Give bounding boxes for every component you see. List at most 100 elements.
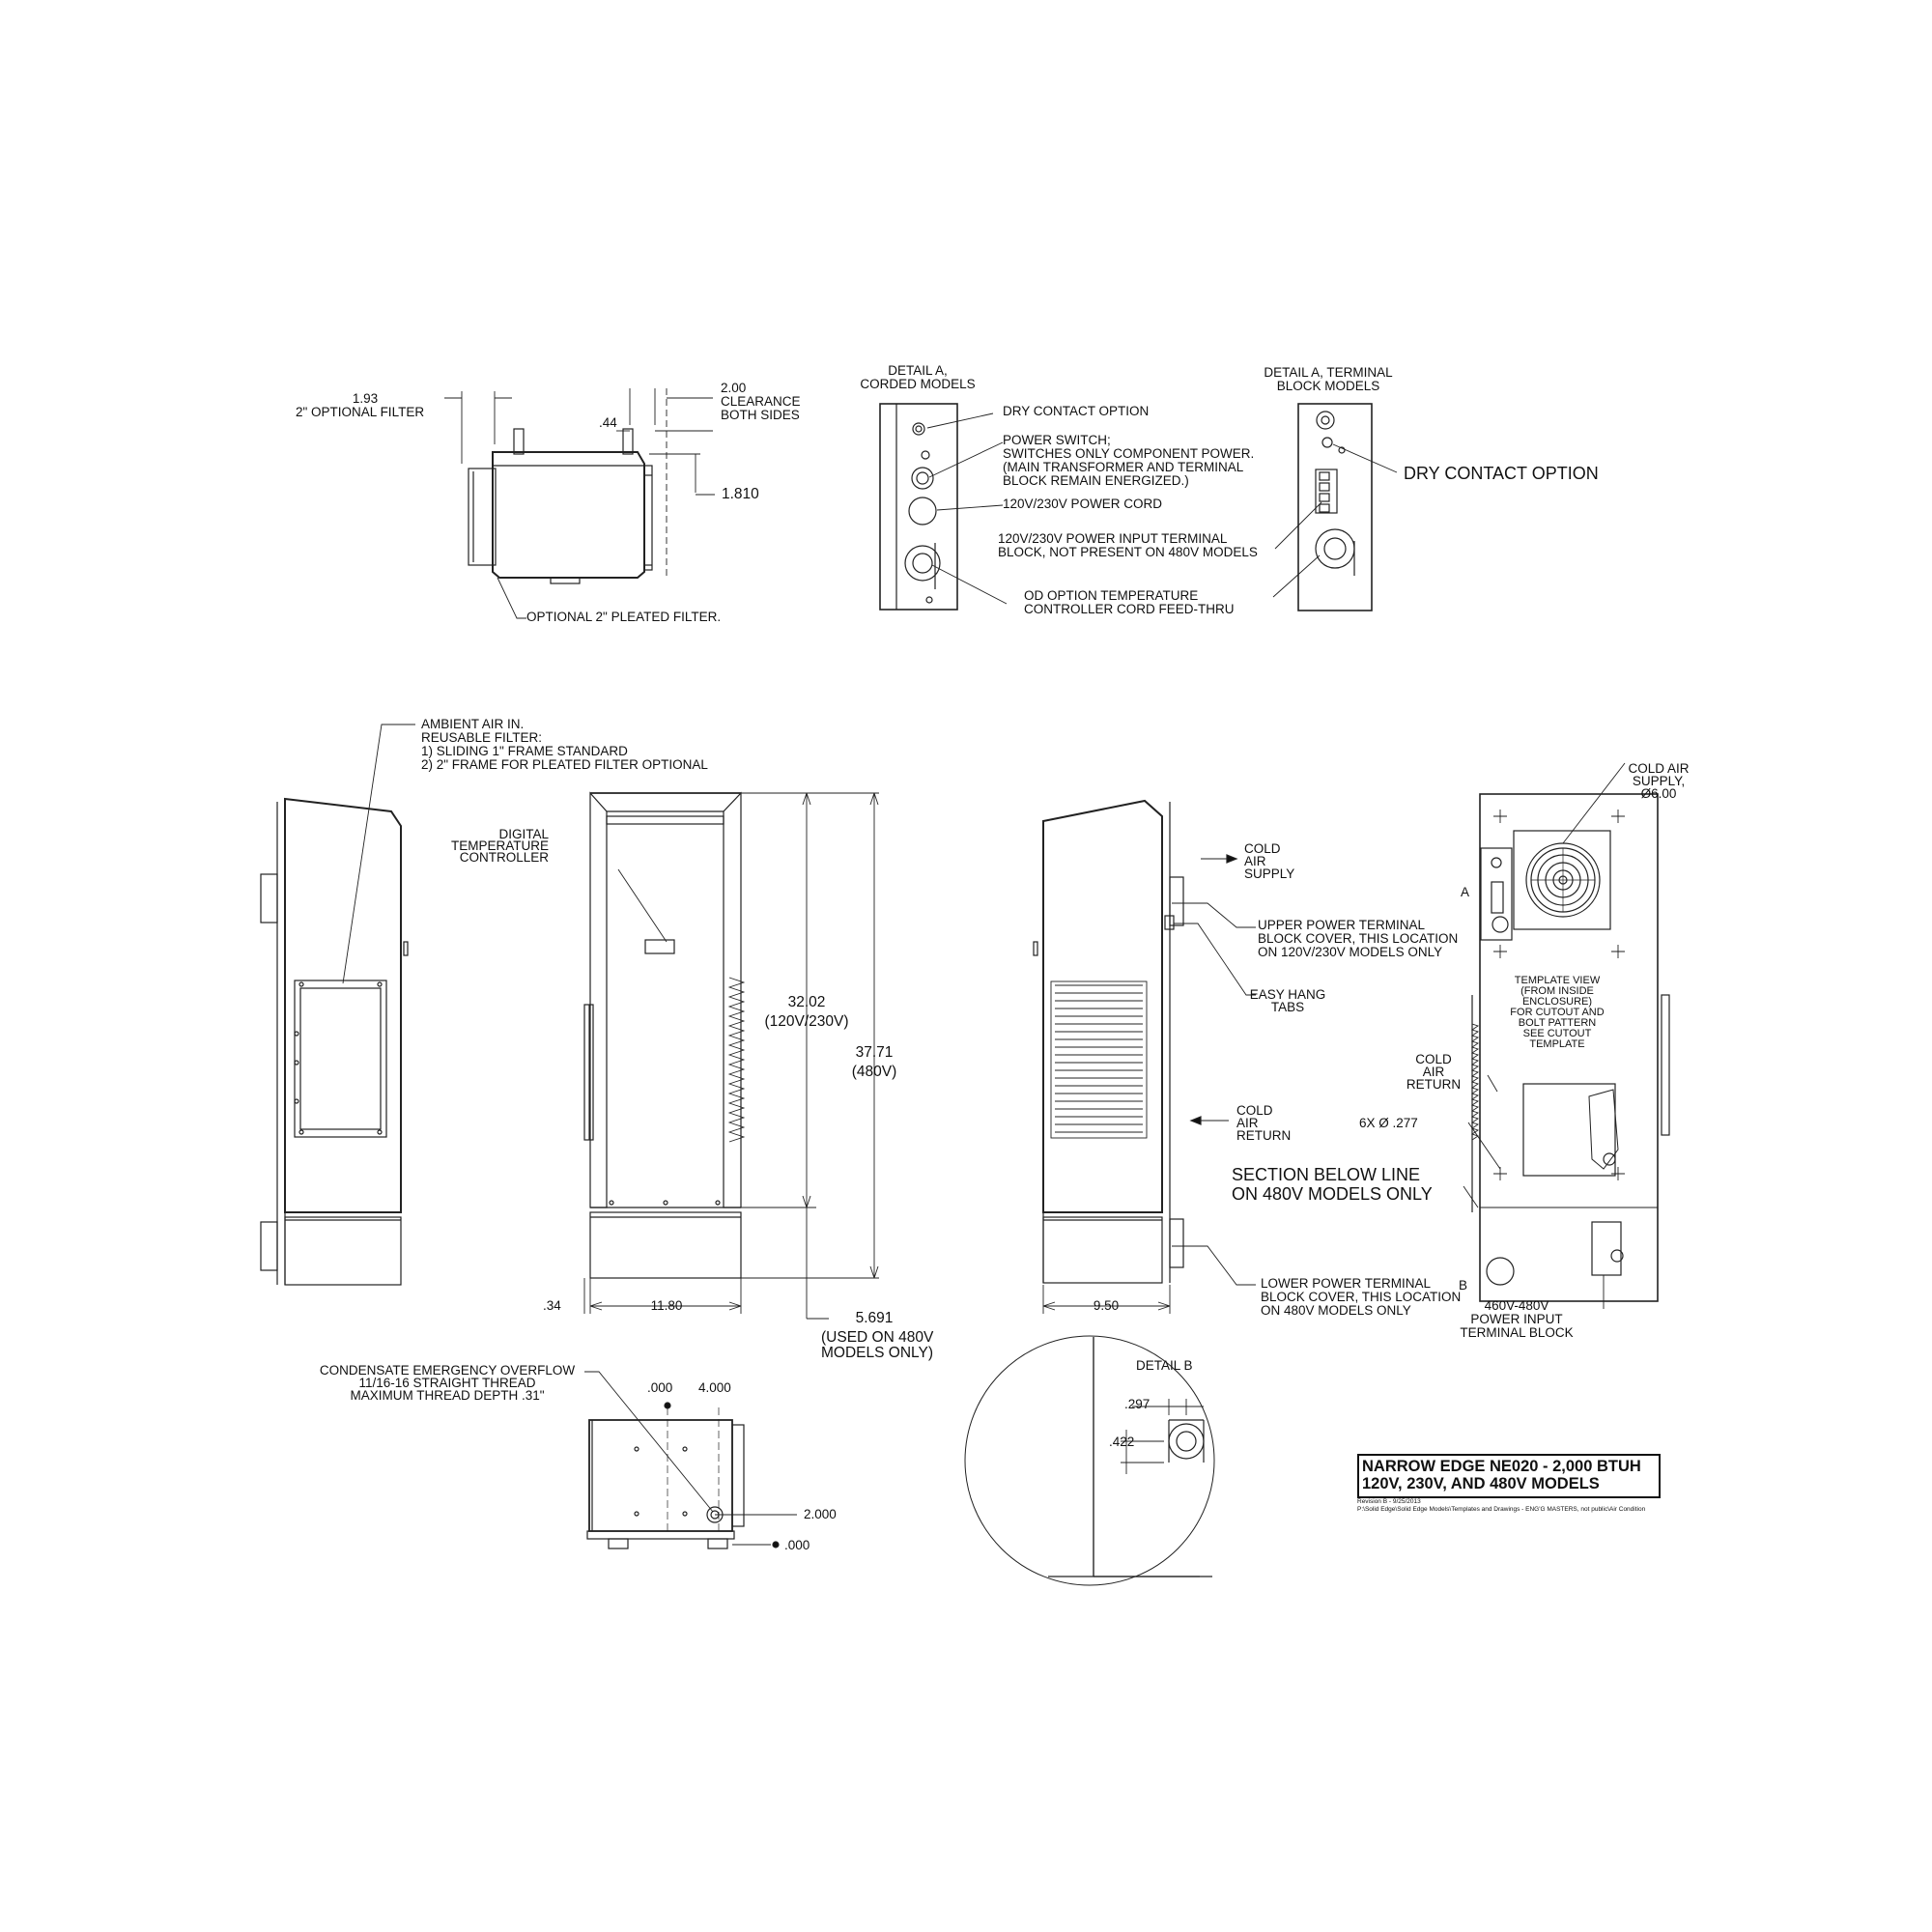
ambient-air-label-1: AMBIENT AIR IN. [421,717,525,731]
dim-9-50: 9.50 [1093,1298,1120,1313]
ambient-air-label-3: 1) SLIDING 1" FRAME STANDARD [421,744,628,758]
dim-1-93: 1.93 [352,391,379,406]
detail-b-drawing [964,1335,1215,1586]
cold-air-return-3: RETURN [1236,1128,1292,1143]
detail-a-terminal-subheading: BLOCK MODELS [1276,379,1380,393]
lower-cover-label-1: LOWER POWER TERMINAL [1261,1276,1432,1291]
controller-label-1: DIGITAL [498,827,549,841]
dim-422: .422 [1109,1435,1135,1449]
revision-note: Revision B - 9/25/2013 [1357,1498,1421,1505]
detail-a-corded-subheading: CORDED MODELS [860,377,976,391]
terminal-input-label-2: BLOCK, NOT PRESENT ON 480V MODELS [998,545,1258,559]
cold-air-return-2: AIR [1236,1116,1259,1130]
clearance-label: CLEARANCE [721,394,801,409]
template-note-6: SEE CUTOUT [1522,1028,1592,1039]
power-switch-note-3: BLOCK REMAIN ENERGIZED.) [1003,473,1189,488]
overflow-label-1: CONDENSATE EMERGENCY OVERFLOW [319,1363,576,1378]
easy-hang-label-2: TABS [1270,1000,1305,1014]
dim-44: .44 [599,415,617,430]
dim-37-71-sub: (480V) [851,1064,897,1080]
template-supply-label-1: COLD AIR [1628,761,1690,776]
dim-000-top: .000 [647,1380,673,1395]
title-box [1357,1454,1661,1498]
template-note-1: TEMPLATE VIEW [1514,975,1601,986]
dim-297: .297 [1124,1397,1151,1411]
dim-4-000: 4.000 [698,1380,731,1395]
template-note-7: TEMPLATE [1529,1038,1585,1050]
dry-contact-option-large: DRY CONTACT OPTION [1404,464,1599,483]
controller-label-3: CONTROLLER [459,850,549,865]
power-input-label-2: POWER INPUT [1470,1312,1563,1326]
power-input-label-3: TERMINAL BLOCK [1460,1325,1574,1340]
terminal-input-label-1: 120V/230V POWER INPUT TERMINAL [998,531,1228,546]
template-note-2: (FROM INSIDE [1520,985,1594,997]
detail-b-heading: DETAIL B [1136,1358,1193,1373]
template-supply-label-2: SUPPLY, [1632,774,1686,788]
template-view [1463,762,1670,1309]
template-note-5: BOLT PATTERN [1518,1017,1597,1029]
left-side-view [260,724,415,1286]
optional-filter-label: 2" OPTIONAL FILTER [296,405,425,419]
front-view [583,791,879,1320]
overflow-label-3: MAXIMUM THREAD DEPTH .31" [350,1388,545,1403]
upper-cover-label-2: BLOCK COVER, THIS LOCATION [1258,931,1459,946]
dim-5-691-sub-2: MODELS ONLY) [821,1345,933,1361]
overflow-label-2: 11/16-16 STRAIGHT THREAD [358,1376,536,1390]
lower-cover-label-3: ON 480V MODELS ONLY [1261,1303,1411,1318]
template-return-label-3: RETURN [1406,1077,1462,1092]
dim-37-71: 37.71 [855,1044,894,1061]
cold-air-supply-1: COLD [1244,841,1281,856]
pleated-filter-label: OPTIONAL 2" PLEATED FILTER. [526,610,722,624]
controller-label-2: TEMPERATURE [450,838,549,853]
section-note-1: SECTION BELOW LINE [1232,1165,1421,1184]
od-option-label-1: OD OPTION TEMPERATURE [1024,588,1199,603]
detail-a-corded-drawing [879,403,1008,611]
power-switch-label: POWER SWITCH; [1003,433,1111,447]
cold-air-supply-3: SUPPLY [1244,867,1295,881]
dim-5-691-sub-1: (USED ON 480V [821,1329,934,1346]
ambient-air-label-2: REUSABLE FILTER: [421,730,543,745]
upper-cover-label-1: UPPER POWER TERMINAL [1258,918,1426,932]
title-line-1: NARROW EDGE NE020 - 2,000 BTUH [1362,1458,1641,1475]
dim-11-80: 11.80 [650,1298,683,1313]
dim-2-00: 2.00 [721,381,747,395]
file-path-note: P:\Solid Edge\Solid Edge Models\Template… [1357,1506,1646,1513]
dim-34: .34 [543,1298,561,1313]
label-a: A [1461,885,1470,899]
detail-a-terminal-drawing [1272,403,1398,611]
both-sides-label: BOTH SIDES [721,408,800,422]
cold-air-supply-2: AIR [1244,854,1266,868]
power-cord-label: 120V/230V POWER CORD [1003,497,1163,511]
power-input-label-1: 460V-480V [1484,1298,1549,1313]
power-switch-note-1: SWITCHES ONLY COMPONENT POWER. [1003,446,1255,461]
upper-cover-label-3: ON 120V/230V MODELS ONLY [1258,945,1443,959]
dim-1-810: 1.810 [722,486,759,502]
template-note-3: ENCLOSURE) [1521,996,1593,1008]
section-note-2: ON 480V MODELS ONLY [1232,1184,1433,1204]
dim-000-right: .000 [784,1538,810,1552]
template-supply-label-3: Ø6.00 [1640,786,1677,801]
bottom-view [584,1371,797,1549]
dim-5-691: 5.691 [855,1310,894,1326]
detail-a-terminal-heading: DETAIL A, TERMINAL [1264,365,1393,380]
top-view [444,388,715,619]
title-line-2: 120V, 230V, AND 480V MODELS [1362,1475,1600,1492]
lower-cover-label-2: BLOCK COVER, THIS LOCATION [1261,1290,1462,1304]
dim-32-02: 32.02 [787,994,826,1010]
right-side-view [1033,799,1256,1314]
label-b: B [1459,1278,1468,1293]
od-option-label-2: CONTROLLER CORD FEED-THRU [1024,602,1235,616]
template-return-label-1: COLD [1415,1052,1452,1066]
dim-32-02-sub: (120V/230V) [764,1013,849,1030]
detail-a-corded-heading: DETAIL A, [888,363,948,378]
dim-2-000: 2.000 [804,1507,837,1521]
cold-air-return-1: COLD [1236,1103,1273,1118]
easy-hang-label-1: EASY HANG [1249,987,1326,1002]
template-note-4: FOR CUTOUT AND [1510,1007,1605,1018]
ambient-air-label-4: 2) 2" FRAME FOR PLEATED FILTER OPTIONAL [421,757,708,772]
power-switch-note-2: (MAIN TRANSFORMER AND TERMINAL [1003,460,1244,474]
hole-callout: 6X Ø .277 [1359,1116,1418,1130]
dry-contact-label: DRY CONTACT OPTION [1003,404,1150,418]
